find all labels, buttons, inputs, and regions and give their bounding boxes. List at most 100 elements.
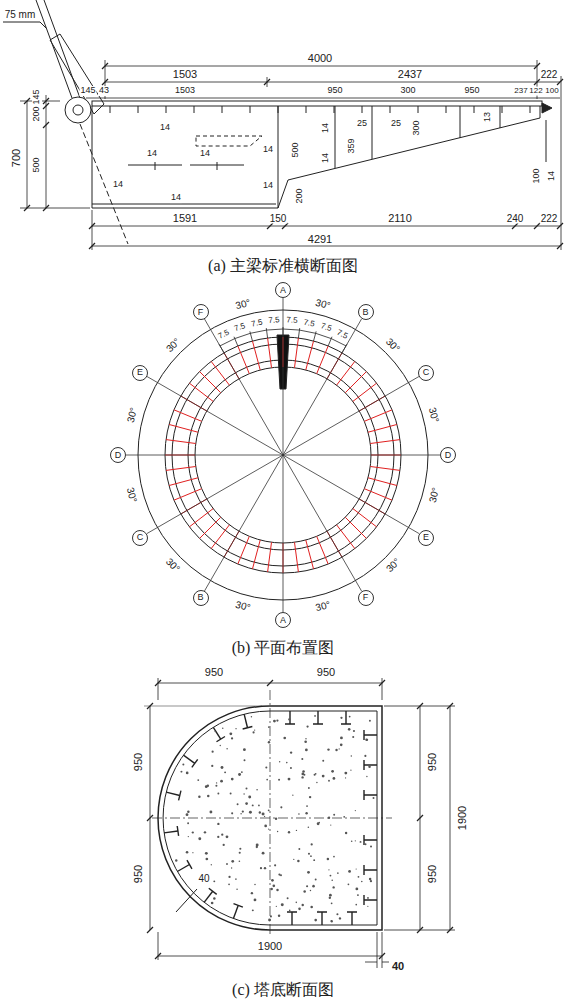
ring-segments xyxy=(252,341,260,370)
concrete-fill xyxy=(192,852,193,853)
concrete-fill xyxy=(220,780,223,783)
dimension-ticks xyxy=(417,703,423,709)
concrete-fill xyxy=(351,755,352,756)
axis-line xyxy=(205,319,362,591)
concrete-fill xyxy=(314,919,317,922)
dimension-label: 7.5 xyxy=(232,322,247,335)
ring-segments xyxy=(370,440,400,444)
concrete-fill xyxy=(332,886,334,888)
concrete-fill xyxy=(315,879,317,881)
dimension-ticks xyxy=(43,205,49,211)
dimension-label: 7.5 xyxy=(285,316,299,326)
concrete-fill xyxy=(186,851,189,854)
dimension-label: 950 xyxy=(132,864,144,884)
concrete-fill xyxy=(298,848,300,850)
girder-dimensions xyxy=(27,101,28,208)
concrete-fill xyxy=(301,758,303,760)
concrete-fill xyxy=(328,869,329,870)
dimension-ticks xyxy=(447,927,453,933)
concrete-fill xyxy=(264,867,266,869)
axis-letter: C xyxy=(137,533,144,542)
girder-dimensions xyxy=(92,226,560,227)
concrete-fill xyxy=(343,816,345,818)
figure-caption: (c) 塔底断面图 xyxy=(231,981,335,999)
concrete-fill xyxy=(207,785,209,787)
concrete-fill xyxy=(278,914,280,916)
dimension-ticks xyxy=(557,79,563,85)
stiffener-ribs xyxy=(364,835,377,845)
concrete-fill xyxy=(207,795,209,797)
concrete-fill xyxy=(298,908,301,911)
concrete-fill xyxy=(271,879,274,882)
stiffener-ribs xyxy=(183,755,194,763)
concrete-fill xyxy=(238,773,241,776)
dimension-label: 14 xyxy=(112,180,124,190)
dimension-ticks xyxy=(379,953,385,959)
dimension-label: 14 xyxy=(321,122,331,134)
tower-base-section xyxy=(152,818,392,819)
dimension-label: 13 xyxy=(483,111,493,123)
dimension-label: 145 xyxy=(32,88,42,105)
concrete-fill xyxy=(356,868,357,869)
dimension-label: 1900 xyxy=(257,940,283,952)
concrete-fill xyxy=(186,772,189,775)
tower-base-dimensions xyxy=(450,706,451,930)
concrete-fill xyxy=(328,817,330,819)
axis-letter: F xyxy=(198,308,204,317)
concrete-fill xyxy=(252,804,254,806)
dimension-label: 40 xyxy=(391,960,405,972)
tower-base-dimensions xyxy=(158,678,159,700)
dimension-ticks xyxy=(89,243,95,249)
dimension-label: 75 mm xyxy=(4,9,37,20)
dimension-label: 30° xyxy=(163,555,183,575)
dimension-label: 500 xyxy=(32,156,42,173)
concrete-fill xyxy=(230,793,232,795)
dimension-ticks xyxy=(282,223,288,229)
concrete-fill xyxy=(355,840,356,841)
stiffener-ribs xyxy=(187,860,192,869)
dimension-ticks xyxy=(147,927,153,933)
concrete-fill xyxy=(197,779,199,781)
dimension-label: 7.5 xyxy=(334,328,350,342)
concrete-fill xyxy=(268,726,270,728)
concrete-fill xyxy=(254,729,255,730)
stiffener-ribs xyxy=(341,711,351,724)
concrete-fill xyxy=(305,812,307,814)
concrete-fill xyxy=(251,892,253,894)
dimension-label: 14 xyxy=(170,193,182,203)
dimension-label: 240 xyxy=(506,213,525,224)
concrete-fill xyxy=(224,771,226,773)
ring-segments xyxy=(337,525,355,549)
concrete-fill xyxy=(351,840,353,842)
dimension-ticks xyxy=(89,223,95,229)
dimension-label: 30° xyxy=(314,598,333,613)
stiffener-ribs xyxy=(364,895,377,905)
deck-ribs xyxy=(446,106,447,113)
concrete-fill xyxy=(236,888,238,890)
dimension-label: 222 xyxy=(540,69,559,80)
concrete-fill xyxy=(314,715,316,717)
tower-base-dimensions xyxy=(382,932,383,968)
deck-ribs xyxy=(166,106,167,113)
ring-segments xyxy=(211,361,229,385)
concrete-fill xyxy=(366,739,368,741)
concrete-fill xyxy=(305,749,308,752)
tower-base-section xyxy=(152,690,392,936)
deck-ribs xyxy=(306,106,307,113)
stiffener-ribs xyxy=(233,905,238,918)
concrete-fill xyxy=(249,811,252,814)
concrete-fill xyxy=(333,856,335,858)
girder-section xyxy=(44,0,80,98)
concrete-fill xyxy=(187,811,190,814)
axis-letter: C xyxy=(423,368,430,377)
ring-segments xyxy=(169,424,198,432)
ring-segments xyxy=(211,525,229,549)
ring-segments xyxy=(306,341,314,370)
girder-dimensions xyxy=(20,60,561,250)
dimension-ticks xyxy=(534,79,540,85)
concrete-fill xyxy=(296,902,298,904)
concrete-fill xyxy=(231,860,234,863)
deck-ribs xyxy=(502,106,503,113)
figure-caption: (a) 主梁标准横断面图 xyxy=(207,257,359,275)
concrete-fill xyxy=(270,915,272,917)
